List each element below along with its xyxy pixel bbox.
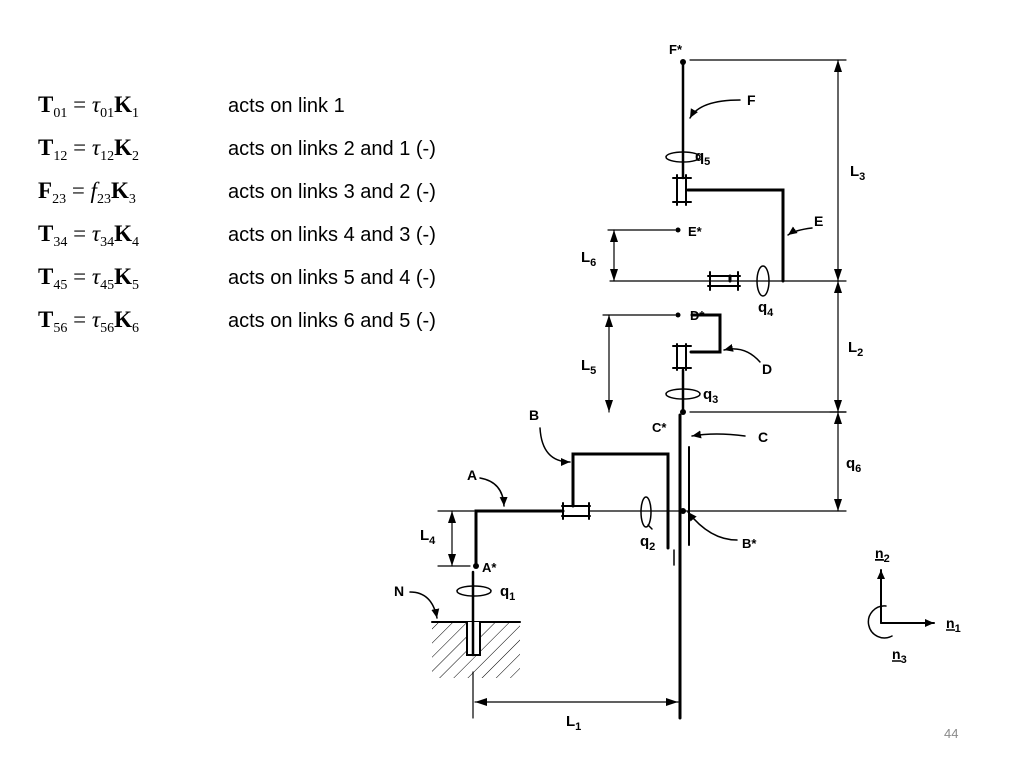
label-l3: L3	[850, 163, 865, 183]
equation-row: T01 = τ01K1 acts on link 1	[38, 92, 345, 128]
joint-c-d	[672, 343, 692, 371]
label-q2: q2	[640, 533, 655, 553]
label-body-b: B	[529, 407, 539, 423]
ground-body-n	[431, 621, 521, 678]
equation-description: acts on links 5 and 4 (-)	[228, 267, 436, 289]
equation-formula: T12 = τ12K2	[38, 135, 139, 164]
point-f-star	[680, 59, 686, 65]
label-a-star: A*	[482, 560, 497, 575]
equation-description: acts on link 1	[228, 95, 345, 117]
equation-formula: T34 = τ34K4	[38, 221, 139, 250]
label-q3: q3	[703, 386, 718, 406]
equation-row: F23 = f23K3 acts on links 3 and 2 (-)	[38, 178, 436, 214]
label-q1: q1	[500, 583, 515, 603]
rotation-q2	[640, 496, 652, 528]
label-q6: q6	[846, 455, 861, 475]
equation-description: acts on links 3 and 2 (-)	[228, 181, 436, 203]
equation-formula: F23 = f23K3	[38, 178, 136, 207]
link-e	[686, 188, 785, 283]
label-l5: L5	[581, 357, 596, 377]
label-d-star: D*	[690, 308, 705, 323]
label-f-star: F*	[669, 42, 683, 57]
axes-triad	[867, 569, 935, 639]
label-body-e: E	[814, 213, 823, 229]
label-b-star: B*	[742, 536, 757, 551]
rotation-q1	[456, 585, 492, 597]
link-d	[689, 313, 722, 354]
equation-description: acts on links 4 and 3 (-)	[228, 224, 436, 246]
equation-row: T45 = τ45K5 acts on links 5 and 4 (-)	[38, 264, 436, 300]
link-a	[474, 509, 565, 568]
point-a-star	[473, 563, 479, 569]
rotation-q5	[665, 151, 701, 163]
unit-vector-labels: n2 n1 n3	[875, 545, 961, 666]
label-q5: q5	[695, 148, 710, 168]
equation-formula: T01 = τ01K1	[38, 92, 139, 121]
label-n1: n1	[946, 615, 961, 635]
label-l4: L4	[420, 527, 436, 547]
joint-a-b	[561, 502, 591, 520]
equation-description: acts on links 6 and 5 (-)	[228, 310, 436, 332]
equation-row: T34 = τ34K4 acts on links 4 and 3 (-)	[38, 221, 436, 257]
label-n2: n2	[875, 545, 890, 565]
label-body-c: C	[758, 429, 768, 445]
link-b	[571, 452, 670, 550]
label-n3: n3	[892, 646, 907, 666]
page-number: 44	[944, 726, 959, 741]
label-body-a: A	[467, 467, 477, 483]
point-e-star	[675, 227, 681, 233]
label-q4: q4	[758, 299, 774, 319]
label-l2: L2	[848, 339, 863, 359]
label-body-f: F	[747, 92, 756, 108]
equation-formula: T45 = τ45K5	[38, 264, 139, 293]
point-d-star	[675, 312, 681, 318]
rotation-q3	[665, 388, 701, 400]
label-c-star: C*	[652, 420, 667, 435]
label-body-d: D	[762, 361, 772, 377]
label-e-star: E*	[688, 224, 703, 239]
point-b-star	[680, 508, 686, 514]
equation-row: T56 = τ56K6 acts on links 6 and 5 (-)	[38, 307, 436, 343]
label-l1: L1	[566, 713, 581, 733]
rotation-q4	[756, 265, 770, 297]
label-l6: L6	[581, 249, 596, 269]
point-c-star	[680, 409, 686, 415]
equation-row: T12 = τ12K2 acts on links 2 and 1 (-)	[38, 135, 436, 171]
equation-formula: T56 = τ56K6	[38, 307, 139, 336]
label-body-n: N	[394, 583, 404, 599]
equation-description: acts on links 2 and 1 (-)	[228, 138, 436, 160]
joint-d-e	[707, 271, 741, 291]
